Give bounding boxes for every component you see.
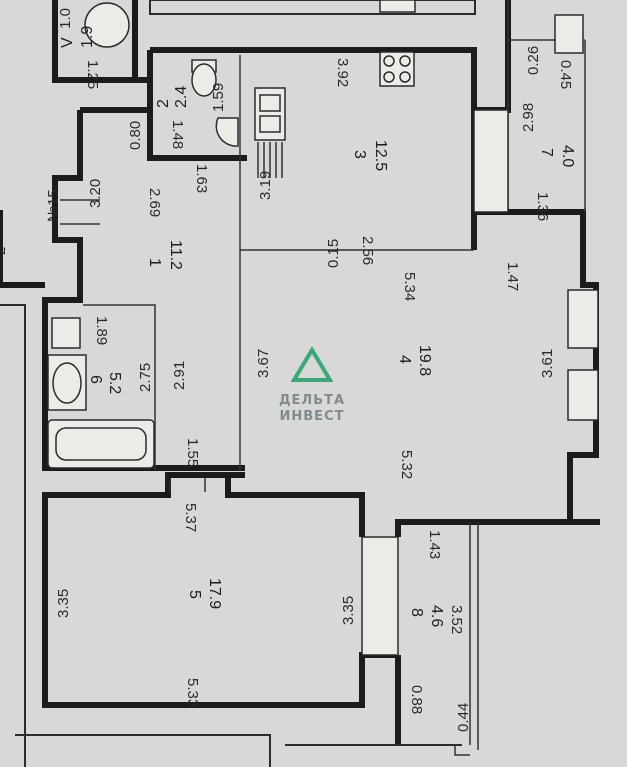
room1-number: 1 <box>146 258 163 267</box>
washbasin-top <box>84 2 130 48</box>
room4-height: 3.67 <box>255 349 272 378</box>
burner <box>399 55 411 67</box>
fixtures <box>47 0 416 469</box>
window-room5 <box>361 536 399 656</box>
stair-label: №15 <box>45 189 62 222</box>
room4-number: 4 <box>396 355 413 364</box>
room7-width: 1.36 <box>534 192 551 221</box>
burner <box>383 71 395 83</box>
room1-height: 2.69 <box>146 188 163 217</box>
wall-room5 <box>42 472 398 708</box>
room5-number: 5 <box>186 590 203 599</box>
wall-balcony-top <box>395 519 600 537</box>
room1-area: 11.2 <box>167 240 184 270</box>
window-room4-b <box>567 369 599 421</box>
room7-height: 2.98 <box>520 103 537 132</box>
dim-080: 0.80 <box>127 121 144 150</box>
room-v-area: 1.9 <box>79 26 96 48</box>
door-marks <box>169 478 206 492</box>
watermark-line2: ИНВЕСТ <box>280 409 345 424</box>
room4-right-height: 3.61 <box>539 349 556 378</box>
corner-sink-icon <box>215 117 239 147</box>
room-v-height: 1.0 <box>57 8 74 29</box>
burner <box>383 55 395 67</box>
room4-width: 5.34 <box>401 272 418 301</box>
room6-height: 2.75 <box>137 363 154 392</box>
dim-045: 0.45 <box>557 60 574 89</box>
wall-left-edge <box>0 304 26 767</box>
room4-area: 19.8 <box>416 345 433 376</box>
room6-area: 5.2 <box>106 372 123 394</box>
room8-width: 1.43 <box>426 530 443 559</box>
dim-015: 0.15 <box>325 239 342 268</box>
wall-room5-top <box>225 475 365 537</box>
dim-088: 0.88 <box>408 685 425 714</box>
room2-area: 2.4 <box>173 86 190 108</box>
room5-right-height: 3.35 <box>340 596 357 625</box>
room1-width: 3.20 <box>87 179 104 208</box>
room2-height: 1.59 <box>210 83 227 112</box>
watermark: ДЕЛЬТА ИНВЕСТ <box>279 346 345 424</box>
dim-2: 2 <box>0 247 9 255</box>
room5-area: 17.9 <box>206 578 223 609</box>
toilet-bath-icon <box>51 317 81 349</box>
drainboard <box>257 142 283 178</box>
room8-area: 4.6 <box>428 605 445 627</box>
room5-height: 3.35 <box>55 589 72 618</box>
sink-bowl-2 <box>259 115 281 133</box>
room5-bottom: 5.33 <box>184 678 201 707</box>
room8-number: 8 <box>408 608 425 617</box>
dim-256: 2.56 <box>359 236 376 265</box>
bathtub-inner <box>55 427 147 461</box>
stair-door-marks <box>60 199 100 225</box>
wall-wc <box>147 50 247 161</box>
balcony8-bottom <box>454 745 470 756</box>
wall-stair <box>0 210 45 288</box>
partitions <box>60 0 599 756</box>
room-v-width: 1.25 <box>84 60 101 89</box>
wall-west <box>42 110 245 471</box>
sink-bowl-1 <box>259 94 281 112</box>
partition-bath <box>83 304 156 470</box>
washbasin-icon <box>52 362 82 404</box>
room6-width: 1.89 <box>93 316 110 345</box>
window-room4-a <box>567 289 599 349</box>
room7-area: 4.0 <box>559 145 576 167</box>
room6-number: 6 <box>87 375 104 384</box>
wall-top-left <box>52 0 150 83</box>
room5-width: 5.37 <box>182 503 199 532</box>
room2-number: 2 <box>155 99 172 108</box>
room-labels: V 1.9 1.0 1.25 2 2.4 1.59 1.48 1 11.2 2.… <box>0 8 576 732</box>
window-loggia7 <box>473 109 509 213</box>
room3-number: 3 <box>351 150 368 159</box>
room3-extra: 1.63 <box>193 164 210 193</box>
room3-width: 3.92 <box>334 58 351 87</box>
column-loggia <box>554 14 584 54</box>
room7-number: 7 <box>538 148 555 157</box>
room6-right-height: 2.91 <box>171 361 188 390</box>
watermark-line1: ДЕЛЬТА <box>279 393 345 408</box>
room-v-number: V <box>59 37 76 48</box>
dim-155: 1.55 <box>184 438 201 467</box>
wall-bottom-left <box>15 734 271 767</box>
dim-147: 1.47 <box>504 262 521 291</box>
toilet-icon <box>191 63 217 97</box>
room8-height: 3.52 <box>448 605 465 634</box>
wall-east <box>471 110 600 525</box>
dim-026: 0.26 <box>525 46 542 75</box>
room2-width: 1.48 <box>169 120 186 149</box>
stove-top-neighbor <box>379 0 416 13</box>
walls <box>0 0 600 767</box>
wall-top-strip <box>149 0 476 15</box>
room3-height: 3.19 <box>257 171 274 200</box>
burner <box>399 71 411 83</box>
dim-044: 0.44 <box>455 703 472 732</box>
room4-bottom: 5.32 <box>398 450 415 479</box>
delta-logo-icon <box>290 346 334 382</box>
room3-area: 12.5 <box>372 140 389 171</box>
